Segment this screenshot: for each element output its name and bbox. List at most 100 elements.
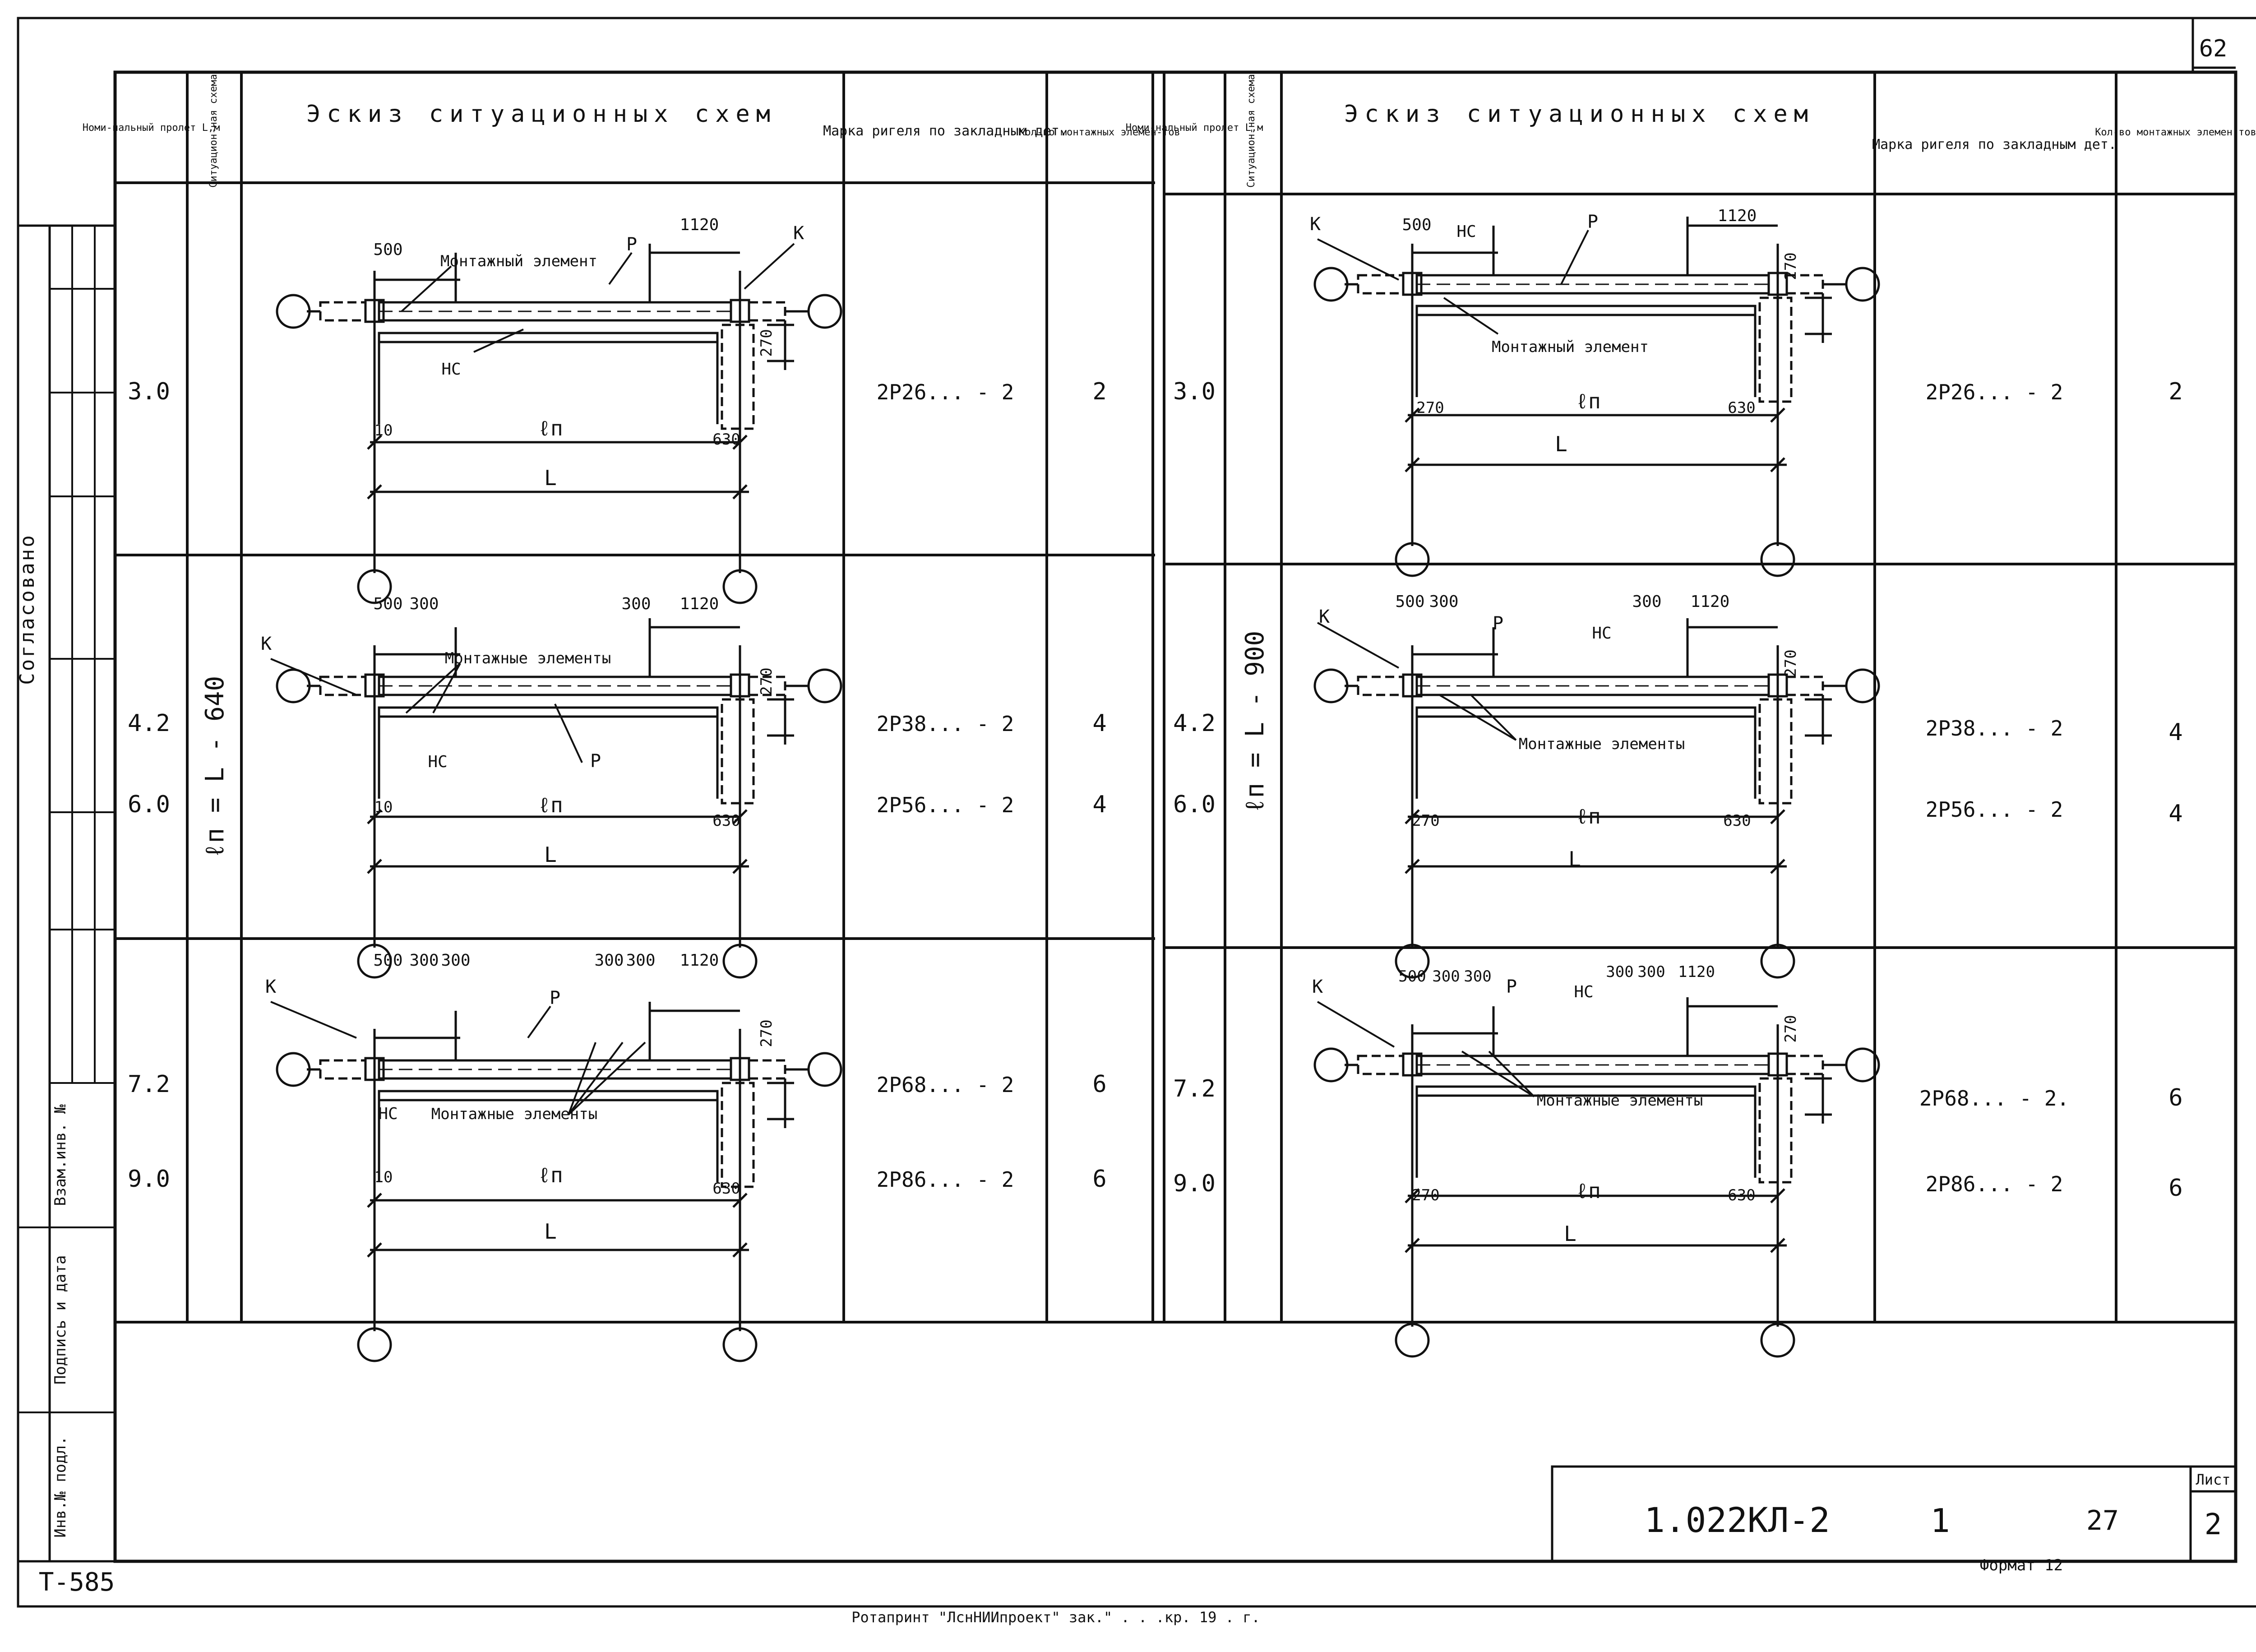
format-label: Формат 12 xyxy=(1980,1556,2063,1574)
rsk1-mount: Монтажный элемент xyxy=(1492,338,1649,356)
header-span-left: Номи-нальный пролет L,м xyxy=(83,122,220,134)
sk1-ln: ℓп xyxy=(538,416,563,440)
left-row1-mark: 2Р26... - 2 xyxy=(877,380,1014,404)
left-row3-span-b: 9.0 xyxy=(128,1166,170,1193)
header-count-right: Кол-во монтажных элемен-тов xyxy=(2095,127,2256,138)
left-row2-mark-a: 2Р38... - 2 xyxy=(877,712,1014,736)
doc-id: Т-585 xyxy=(39,1568,115,1597)
left-row3-span-a: 7.2 xyxy=(128,1071,170,1098)
rsk1-d500: 500 xyxy=(1402,216,1431,234)
left-row2-count-b: 4 xyxy=(1092,791,1106,818)
rsk2-d300b: 300 xyxy=(1632,592,1661,611)
sk1-d10: 10 xyxy=(374,421,393,440)
rsk1-k: К xyxy=(1310,214,1321,235)
scheme-label-right: ℓп = L - 900 xyxy=(1240,631,1270,813)
sk3-d1120: 1120 xyxy=(680,951,719,970)
rsk2-d630: 630 xyxy=(1723,812,1751,830)
sk2-ln: ℓп xyxy=(538,793,563,817)
rsk3-d500: 500 xyxy=(1398,967,1426,986)
rsk3-k: К xyxy=(1312,976,1323,997)
title-sheet: 2 xyxy=(2205,1508,2222,1541)
header-scheme-right: Ситуацион-ная схема xyxy=(1246,74,1257,188)
title-issue: 1 xyxy=(1930,1502,1950,1540)
right-row2-mark-a: 2Р38... - 2 xyxy=(1926,716,2063,740)
stamp-sign-date: Подпись и дата xyxy=(51,1255,69,1385)
right-row1-span: 3.0 xyxy=(1173,378,1216,405)
right-row2-mark-b: 2Р56... - 2 xyxy=(1926,797,2063,822)
rsk1-hc: НС xyxy=(1456,222,1476,241)
sk3-d300c: 300 xyxy=(594,951,624,970)
sk3-p: Р xyxy=(550,988,560,1009)
sk3-d270: 270 xyxy=(758,1019,776,1047)
sk2-d500: 500 xyxy=(373,595,402,613)
right-row2-count-a: 4 xyxy=(2168,719,2182,746)
header-sketch-left: Эскиз ситуационных схем xyxy=(306,101,777,128)
sk3-d630: 630 xyxy=(712,1180,740,1198)
right-row3-span-b: 9.0 xyxy=(1173,1170,1216,1197)
sk2-d630: 630 xyxy=(712,812,740,830)
rsk2-d1120: 1120 xyxy=(1691,592,1730,611)
sk1-mount: Монтажный элемент xyxy=(440,252,597,270)
rsk3-hc: НС xyxy=(1574,983,1593,1001)
rsk2-l: L xyxy=(1568,847,1581,871)
rsk3-p: Р xyxy=(1506,976,1517,997)
rsk3-d630: 630 xyxy=(1728,1186,1755,1204)
rsk1-ln: ℓп xyxy=(1576,389,1600,413)
rsk3-d300c: 300 xyxy=(1606,963,1633,981)
stamp-inv-replace: Взам.инв. № xyxy=(51,1104,69,1206)
right-row1-mark: 2Р26... - 2 xyxy=(1926,380,2063,404)
right-row1-count: 2 xyxy=(2168,378,2182,405)
scheme-label-left: ℓп = L - 640 xyxy=(200,676,230,858)
sk3-d300b: 300 xyxy=(441,951,470,970)
sk1-p: Р xyxy=(626,234,637,255)
right-row2-count-b: 4 xyxy=(2168,800,2182,827)
left-row1-span: 3.0 xyxy=(128,378,170,405)
sk3-d300a: 300 xyxy=(409,951,439,970)
left-row3-count-b: 6 xyxy=(1092,1166,1106,1193)
right-row3-span-a: 7.2 xyxy=(1173,1075,1216,1102)
stamp-agreed: Согласовано xyxy=(16,533,39,685)
sk2-p: Р xyxy=(590,751,601,772)
rsk1-l: L xyxy=(1555,432,1567,456)
rsk3-d1120: 1120 xyxy=(1678,963,1715,981)
sk3-d10: 10 xyxy=(374,1168,393,1186)
rsk3-d300d: 300 xyxy=(1637,963,1665,981)
title-sheet-label: Лист xyxy=(2196,1471,2230,1488)
header-mark-left: Марка ригеля по закладным дет. xyxy=(823,123,1068,139)
left-row2-span-a: 4.2 xyxy=(128,710,170,737)
sk2-hc: НС xyxy=(428,753,447,771)
rsk3-l: L xyxy=(1564,1222,1576,1246)
sheet-number-top: 62 xyxy=(2199,35,2228,62)
rsk1-d270a: 270 xyxy=(1782,252,1800,280)
header-span-right: Номи-нальный пролет L,м xyxy=(1126,122,1263,134)
rsk3-d270a: 270 xyxy=(1782,1015,1800,1042)
header-sketch-right: Эскиз ситуационных схем xyxy=(1344,101,1814,128)
rsk2-k: К xyxy=(1319,606,1330,627)
sk2-mount: Монтажные элементы xyxy=(445,649,611,667)
rsk1-p: Р xyxy=(1587,212,1598,232)
rsk2-hc: НС xyxy=(1592,624,1611,643)
rsk2-d270a: 270 xyxy=(1782,649,1800,677)
rsk2-mount: Монтажные элементы xyxy=(1519,735,1685,753)
left-row3-mark-b: 2Р86... - 2 xyxy=(877,1167,1014,1192)
rsk2-d270b: 270 xyxy=(1412,812,1439,830)
sk3-k: К xyxy=(265,976,276,997)
rsk3-d270b: 270 xyxy=(1412,1186,1439,1204)
sk1-d270: 270 xyxy=(758,329,776,356)
left-row3-count-a: 6 xyxy=(1092,1071,1106,1098)
sk3-ln: ℓп xyxy=(538,1163,563,1187)
left-row2-mark-b: 2Р56... - 2 xyxy=(877,793,1014,817)
rsk3-ln: ℓп xyxy=(1576,1179,1600,1203)
rsk2-d500: 500 xyxy=(1395,592,1424,611)
header-count-left: Кол-во монтажных элемен-тов xyxy=(1019,127,1180,138)
rsk1-d630: 630 xyxy=(1728,399,1755,417)
sk2-d1120: 1120 xyxy=(680,595,719,613)
left-row1-count: 2 xyxy=(1092,378,1106,405)
right-row2-span-b: 6.0 xyxy=(1173,791,1216,818)
rsk2-ln: ℓп xyxy=(1576,804,1600,828)
rsk2-d300a: 300 xyxy=(1429,592,1458,611)
sk2-d300b: 300 xyxy=(621,595,651,613)
sk1-d1120: 1120 xyxy=(680,216,719,234)
footer-print: Ротапринт "ЛснНИИпроект" зак." . . .кр. … xyxy=(851,1609,1260,1626)
right-row3-count-b: 6 xyxy=(2168,1175,2182,1202)
